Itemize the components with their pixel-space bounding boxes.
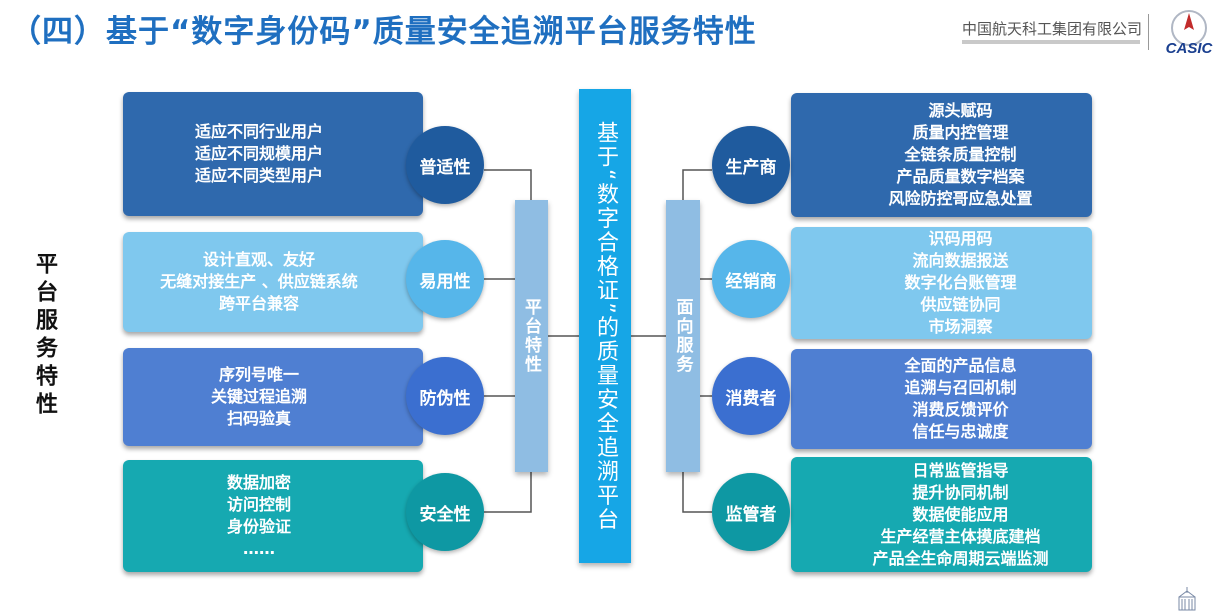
trait-line: 适应不同行业用户 bbox=[194, 122, 323, 141]
company-underline bbox=[962, 40, 1140, 44]
target-line: 数字化台账管理 bbox=[904, 273, 1017, 292]
target-box-producer: 源头赋码 质量内控管理 全链条质量控制 产品质量数字档案 风险防控哥应急处置 bbox=[791, 93, 1092, 217]
target-circle-consumer: 消费者 bbox=[712, 357, 790, 435]
trait-line: 扫码验真 bbox=[226, 409, 291, 428]
center-platform-bar: 基于“数字合格证”的质量安全追溯平台 bbox=[579, 89, 631, 563]
trait-line: 适应不同规模用户 bbox=[194, 144, 323, 163]
target-circle-distributor: 经销商 bbox=[712, 240, 790, 318]
target-line: 市场洞察 bbox=[928, 317, 993, 336]
target-line: 全链条质量控制 bbox=[904, 145, 1017, 164]
company-name: 中国航天科工集团有限公司 bbox=[962, 20, 1143, 38]
target-box-distributor: 识码用码 流向数据报送 数字化台账管理 供应链协同 市场洞察 bbox=[791, 227, 1092, 339]
target-line: 追溯与召回机制 bbox=[904, 378, 1017, 397]
trait-line: 跨平台兼容 bbox=[218, 294, 299, 313]
page-title: （四）基于“数字身份码”质量安全追溯平台服务特性 bbox=[10, 14, 757, 50]
target-line: 全面的产品信息 bbox=[904, 356, 1017, 375]
header-divider bbox=[1148, 14, 1149, 50]
trait-box-usability: 设计直观、友好 无缝对接生产 、供应链系统 跨平台兼容 bbox=[123, 232, 423, 332]
trait-circle-universal: 普适性 bbox=[406, 126, 484, 204]
trait-line: 访问控制 bbox=[226, 495, 291, 514]
trait-line: 关键过程追溯 bbox=[210, 387, 307, 406]
target-line: 产品质量数字档案 bbox=[896, 167, 1025, 186]
trait-circle-security: 安全性 bbox=[406, 473, 484, 551]
service-targets-bar: 面向服务 bbox=[666, 200, 700, 472]
trait-circle-usability: 易用性 bbox=[406, 240, 484, 318]
target-circle-producer: 生产商 bbox=[712, 126, 790, 204]
trait-circle-anticounterfeit: 防伪性 bbox=[406, 357, 484, 435]
target-line: 源头赋码 bbox=[928, 101, 993, 120]
target-line: 供应链协同 bbox=[920, 295, 1001, 314]
target-line: 提升协同机制 bbox=[912, 482, 1009, 502]
target-box-consumer: 全面的产品信息 追溯与召回机制 消费反馈评价 信任与忠诚度 bbox=[791, 349, 1092, 449]
trait-line: 适应不同类型用户 bbox=[194, 166, 323, 185]
target-line: 数据使能应用 bbox=[912, 504, 1009, 524]
target-line: 产品全生命周期云端监测 bbox=[872, 548, 1049, 568]
trait-box-universal: 适应不同行业用户 适应不同规模用户 适应不同类型用户 bbox=[123, 92, 423, 216]
target-line: 质量内控管理 bbox=[912, 123, 1009, 142]
trait-line: 数据加密 bbox=[226, 473, 291, 492]
trait-box-security: 数据加密 访问控制 身份验证 …… bbox=[123, 460, 423, 572]
platform-traits-bar: 平台特性 bbox=[515, 200, 548, 472]
target-circle-regulator: 监管者 bbox=[712, 473, 790, 551]
target-line: 消费反馈评价 bbox=[912, 400, 1009, 419]
trait-box-anticounterfeit: 序列号唯一 关键过程追溯 扫码验真 bbox=[123, 348, 423, 446]
target-line: 日常监管指导 bbox=[912, 460, 1009, 480]
target-box-regulator: 日常监管指导 提升协同机制 数据使能应用 生产经营主体摸底建档 产品全生命周期云… bbox=[791, 457, 1092, 572]
trait-line: 设计直观、友好 bbox=[202, 250, 315, 269]
target-line: 识码用码 bbox=[928, 229, 993, 248]
logo-text: CASIC bbox=[1166, 40, 1214, 57]
trait-line: 序列号唯一 bbox=[218, 365, 299, 384]
building-icon bbox=[1173, 585, 1201, 612]
target-line: 风险防控哥应急处置 bbox=[888, 189, 1033, 208]
target-line: 信任与忠诚度 bbox=[912, 422, 1009, 441]
casic-logo-icon: CASIC bbox=[1158, 8, 1220, 58]
target-line: 流向数据报送 bbox=[912, 251, 1009, 270]
trait-line: 身份验证 bbox=[226, 517, 291, 536]
target-line: 生产经营主体摸底建档 bbox=[880, 526, 1041, 546]
trait-line: …… bbox=[243, 539, 275, 558]
side-title: 平台服务特性 bbox=[32, 252, 57, 420]
trait-line: 无缝对接生产 、供应链系统 bbox=[160, 272, 358, 291]
